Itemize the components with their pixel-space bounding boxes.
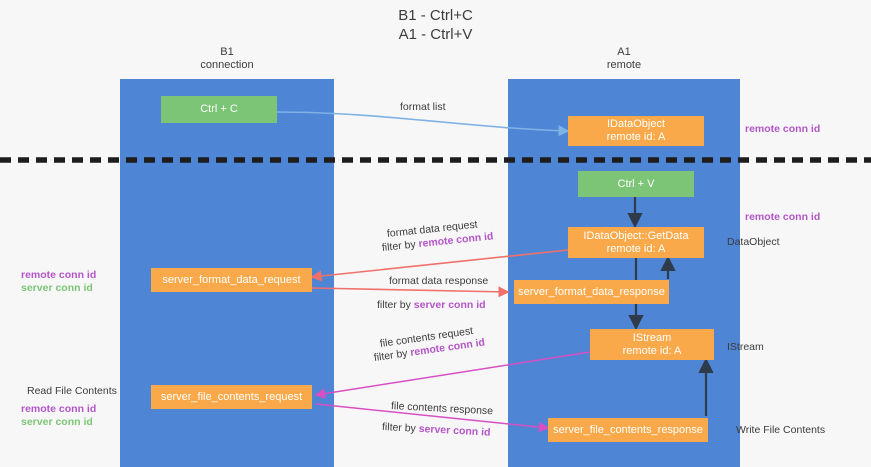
filter-value-server-conn-id: server conn id [418,422,491,439]
node-server-file-contents-response-label: server_file_contents_response [553,423,703,436]
lane-header-a1: A1 remote [508,46,740,72]
node-getdata-line2: remote id: A [606,242,666,255]
node-server-file-contents-response[interactable]: server_file_contents_response [548,418,708,442]
node-ctrl-c[interactable]: Ctrl + C [161,96,277,123]
lane-header-a1-name: A1 [617,46,631,58]
filter-prefix: filter by [373,346,412,364]
lane-header-b1: B1 connection [120,46,334,72]
title-line-1: B1 - Ctrl+C [398,7,473,24]
title-line-2: A1 - Ctrl+V [398,26,473,43]
node-getdata-line1: IDataObject::GetData [583,229,689,242]
side-label-remote-conn-id-mid: remote conn id [745,211,821,223]
node-server-format-data-request-label: server_format_data_request [162,273,301,286]
side-label-read-file-contents: Read File Contents [27,385,117,397]
node-idataobject-getdata[interactable]: IDataObject::GetData remote id: A [568,227,704,258]
node-istream[interactable]: IStream remote id: A [590,329,714,360]
side-label-dataobject: DataObject [727,236,780,248]
node-istream-line2: remote id: A [622,344,682,357]
node-server-file-contents-request[interactable]: server_file_contents_request [151,385,312,409]
node-server-file-contents-request-label: server_file_contents_request [160,390,303,403]
node-idataobject-line2: remote id: A [606,131,666,143]
side-label-istream: IStream [727,341,764,353]
side-label-left-bottom-server-conn-id: server conn id [21,416,93,428]
side-label-left-remote-conn-id: remote conn id [21,269,97,281]
side-label-left-server-conn-id: server conn id [21,282,93,294]
node-ctrl-v-label: Ctrl + V [617,177,655,190]
edge-label-format-list: format list [400,101,446,113]
node-server-format-data-request[interactable]: server_format_data_request [151,268,312,292]
node-istream-line1: IStream [632,331,672,344]
lane-header-b1-name: B1 [220,46,234,58]
lane-header-b1-subtitle: connection [200,59,254,71]
page-title: B1 - Ctrl+C A1 - Ctrl+V [0,6,871,44]
phase-divider [0,157,871,163]
edge-label-format-data-response: format data response [389,275,489,287]
filter-prefix: filter by [381,238,420,254]
lane-header-a1-subtitle: remote [606,59,642,71]
filter-prefix: filter by [377,299,414,311]
node-server-format-data-response[interactable]: server_format_data_response [514,280,669,304]
side-label-write-file-contents: Write File Contents [736,424,826,436]
node-server-format-data-response-label: server_format_data_response [518,285,665,298]
node-ctrl-v[interactable]: Ctrl + V [578,171,694,197]
side-label-left-bottom-remote-conn-id: remote conn id [21,403,97,415]
side-label-remote-conn-id-top: remote conn id [745,123,821,135]
edge-label-format-data-response-filter: filter by server conn id [377,299,486,312]
node-idataobject-line1: IDataObject [606,118,666,130]
node-ctrl-c-label: Ctrl + C [200,103,238,115]
edge-label-file-contents-response: file contents response [390,400,494,418]
edge-format-data-response [311,286,510,298]
filter-value-server-conn-id: server conn id [413,299,486,311]
edge-label-file-contents-response-filter: filter by server conn id [382,421,491,440]
filter-prefix: filter by [381,421,420,435]
node-idataobject[interactable]: IDataObject remote id: A [568,116,704,146]
